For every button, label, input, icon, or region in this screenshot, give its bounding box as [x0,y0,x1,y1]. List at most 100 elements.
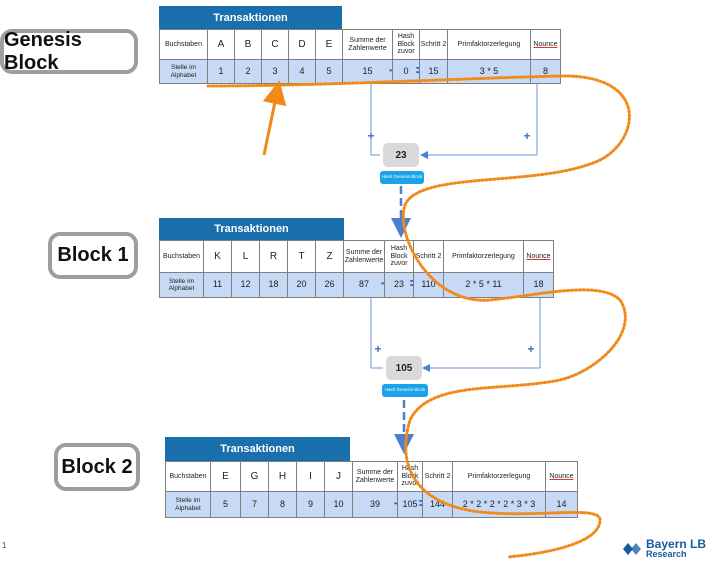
transactions-header: Transaktionen [159,6,342,29]
nounce-value: 8 [530,59,561,84]
prev-hash-text: 105 [402,498,418,509]
number-cell: 11 [203,272,232,298]
prev-hash-text: 23 [393,279,404,290]
sum-value-text: 15 [362,65,373,76]
step2-value: 144 [422,491,453,518]
hash-box-2: 105 [386,356,422,380]
letter-cell: R [259,240,288,273]
logo-icon [623,542,641,555]
step2-value: 15 [419,59,448,84]
plus-sign: + [523,129,530,143]
number-cell: 8 [268,491,297,518]
hash-header: Hash Block zuvor [392,29,420,60]
nounce-header-text: Nounce [526,252,551,260]
equals-sign: = [419,495,422,513]
prime-value: 3 * 5 [447,59,531,84]
block-1-label: Block 1 [48,232,138,279]
sum-header: Summe der Zahlenwerte [342,29,393,60]
plus-sign: + [381,275,384,293]
nounce-header-text: Nounce [549,472,574,480]
sum-value: 87 + [343,272,385,298]
logo-sub: Research [646,549,687,559]
step2-value: 110 [413,272,444,298]
plus-sign: + [367,129,374,143]
logo-name: Bayern LB [646,537,707,551]
prev-hash-value: 105= [397,491,423,518]
number-cell: 3 [261,59,289,84]
letter-cell: Z [315,240,344,273]
prime-value: 2 * 5 * 11 [443,272,524,298]
number-cell: 1 [207,59,235,84]
plus-sign: + [374,342,381,356]
number-cell: 9 [296,491,325,518]
prime-header: Primfaktorzerlegung [452,461,546,492]
letter-cell: C [261,29,289,60]
prime-header: Primfaktorzerlegung [443,240,524,273]
letter-cell: L [231,240,260,273]
hash-label-2: Hash Genesis Block [382,384,428,397]
letter-cell: G [240,461,269,492]
transactions-header: Transaktionen [159,218,344,240]
sum-value-text: 39 [369,498,380,509]
number-cell: 18 [259,272,288,298]
hash-header: Hash Block zuvor [384,240,414,273]
equals-sign: = [410,275,413,293]
prime-value: 2 * 2 * 2 * 2 * 3 * 3 [452,491,546,518]
step2-header: Schritt 2 [422,461,453,492]
number-cell: 7 [240,491,269,518]
page-number: 1 [2,541,7,550]
hash-label-1: Hash Genesis Block [380,171,424,184]
transactions-header: Transaktionen [165,437,350,461]
plus-sign: + [527,342,534,356]
letter-cell: B [234,29,262,60]
block-2-label: Block 2 [54,443,140,491]
number-cell: 5 [210,491,241,518]
row-label-positions: Stelle im Alphabet [159,272,204,298]
letter-cell: K [203,240,232,273]
number-cell: 4 [288,59,316,84]
row-label-letters: Buchstaben [165,461,211,492]
number-cell: 10 [324,491,353,518]
prev-hash-value: 0= [392,59,420,84]
row-label-letters: Buchstaben [159,29,208,60]
hash-box-1: 23 [383,143,419,167]
genesis-block-label: Genesis Block [0,29,138,74]
number-cell: 5 [315,59,343,84]
equals-sign: = [416,62,419,80]
nounce-header: Nounce [530,29,561,60]
sum-value-text: 87 [358,279,369,290]
nounce-header: Nounce [523,240,554,273]
number-cell: 26 [315,272,344,298]
sum-header: Summe der Zahlenwerte [343,240,385,273]
nounce-header: Nounce [545,461,578,492]
row-label-letters: Buchstaben [159,240,204,273]
sum-value: 15 + [342,59,393,84]
row-label-positions: Stelle im Alphabet [159,59,208,84]
letter-cell: H [268,461,297,492]
prev-hash-value: 23 = [384,272,414,298]
letter-cell: E [210,461,241,492]
sum-header: Summe der Zahlenwerte [352,461,398,492]
hash-header: Hash Block zuvor [397,461,423,492]
sum-value: 39 + [352,491,398,518]
orange-arrow [262,80,287,156]
letter-cell: T [287,240,316,273]
bayernlb-logo: Bayern LB Research [622,538,706,559]
step2-header: Schritt 2 [413,240,444,273]
prime-header: Primfaktorzerlegung [447,29,531,60]
letter-cell: I [296,461,325,492]
number-cell: 12 [231,272,260,298]
nounce-value: 18 [523,272,554,298]
letter-cell: D [288,29,316,60]
prev-hash-text: 0 [403,65,409,76]
number-cell: 20 [287,272,316,298]
nounce-value: 14 [545,491,578,518]
plus-sign: + [394,495,397,513]
letter-cell: E [315,29,343,60]
letter-cell: A [207,29,235,60]
step2-header: Schritt 2 [419,29,448,60]
nounce-header-text: Nounce [533,40,558,48]
plus-sign: + [389,62,392,80]
